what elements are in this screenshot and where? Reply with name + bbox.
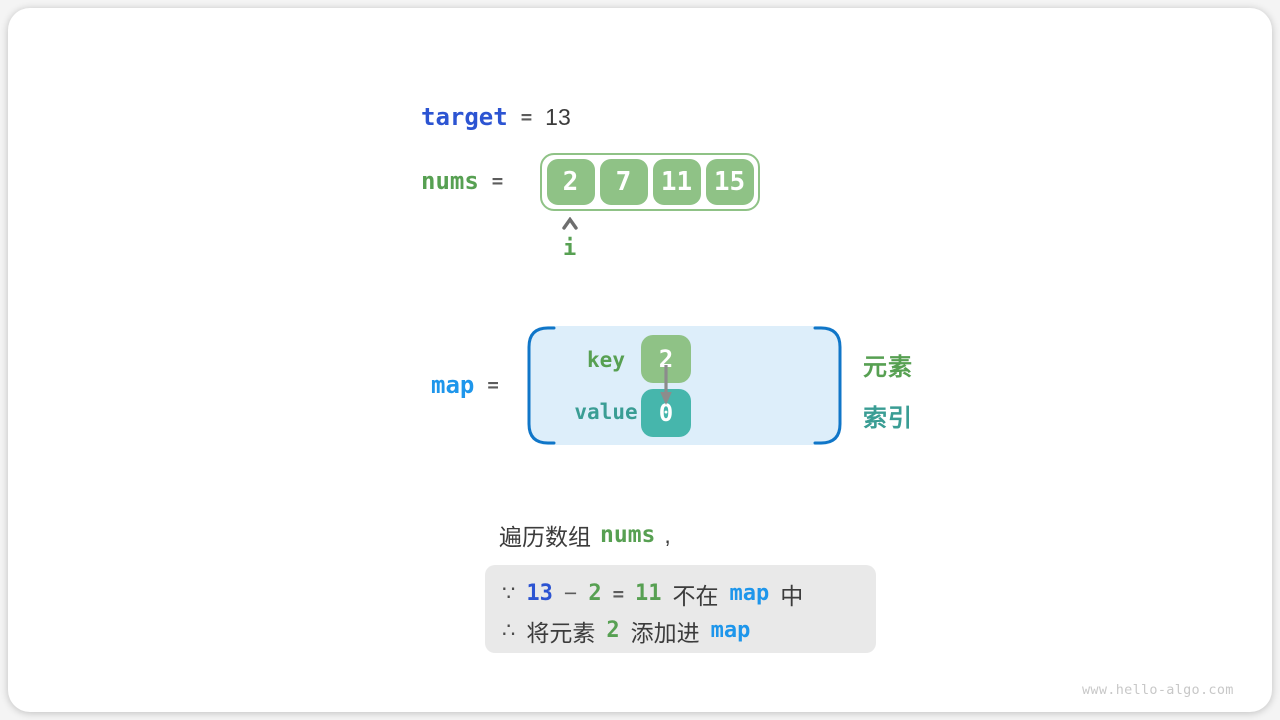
note-element-value: 2 [606, 618, 620, 643]
left-bracket-icon [527, 326, 556, 445]
array-cell: 15 [705, 159, 754, 205]
index-annotation: 索引 [863, 405, 913, 432]
equals-sign: = [491, 170, 504, 192]
target-variable-label: target [421, 103, 508, 131]
key-label: key [587, 348, 625, 372]
map-variable-label: map [431, 371, 475, 399]
note-not-in-text: 不在 [672, 582, 719, 609]
array-cell: 11 [652, 159, 701, 205]
note-map-ref: map [710, 618, 751, 643]
note-line-1: ∵ 13 − 2 = 11 不在 map 中 [502, 575, 876, 612]
pointer-i-label: i [563, 236, 577, 261]
note-minuend: 13 [526, 581, 553, 606]
array-cell: 7 [599, 159, 648, 205]
array-cell: 2 [546, 159, 595, 205]
right-bracket-icon [813, 326, 842, 445]
map-label-row: map = [431, 371, 512, 399]
note-middle-text: 添加进 [630, 619, 700, 646]
watermark: www.hello-algo.com [1082, 682, 1234, 698]
caption-comma: , [664, 521, 671, 548]
nums-label-row: nums = [421, 167, 516, 195]
equals-sign: = [487, 374, 499, 396]
equals-sign: = [520, 106, 533, 128]
key-to-value-arrow-icon [660, 365, 672, 405]
target-row: target = 13 [421, 103, 571, 131]
value-label: value [574, 400, 638, 424]
note-difference: 11 [635, 581, 662, 606]
figure-card: target = 13 nums = 2 7 11 15 i map = [8, 8, 1272, 712]
caption-prefix: 遍历数组 [499, 524, 591, 550]
minus-sign: − [563, 580, 578, 606]
element-annotation: 元素 [863, 354, 913, 381]
note-line-2: ∴ 将元素 2 添加进 map [502, 612, 876, 649]
nums-variable-label: nums [421, 167, 479, 195]
nums-array: 2 7 11 15 [540, 153, 760, 211]
note-box: ∵ 13 − 2 = 11 不在 map 中 ∴ 将元素 2 添加进 map [485, 565, 876, 653]
map-container: key value 2 0 [527, 326, 842, 445]
caption-row: 遍历数组 nums , [499, 521, 671, 551]
pointer-caret-icon [562, 217, 578, 230]
note-prefix-text: 将元素 [526, 619, 596, 646]
target-value: 13 [545, 103, 571, 130]
caption-nums-ref: nums [600, 522, 656, 548]
therefore-symbol: ∴ [502, 619, 516, 642]
equals-sign: = [612, 582, 625, 605]
note-map-ref: map [729, 581, 770, 606]
note-in-suffix: 中 [780, 582, 804, 609]
note-subtrahend: 2 [588, 581, 602, 606]
because-symbol: ∵ [502, 582, 516, 605]
